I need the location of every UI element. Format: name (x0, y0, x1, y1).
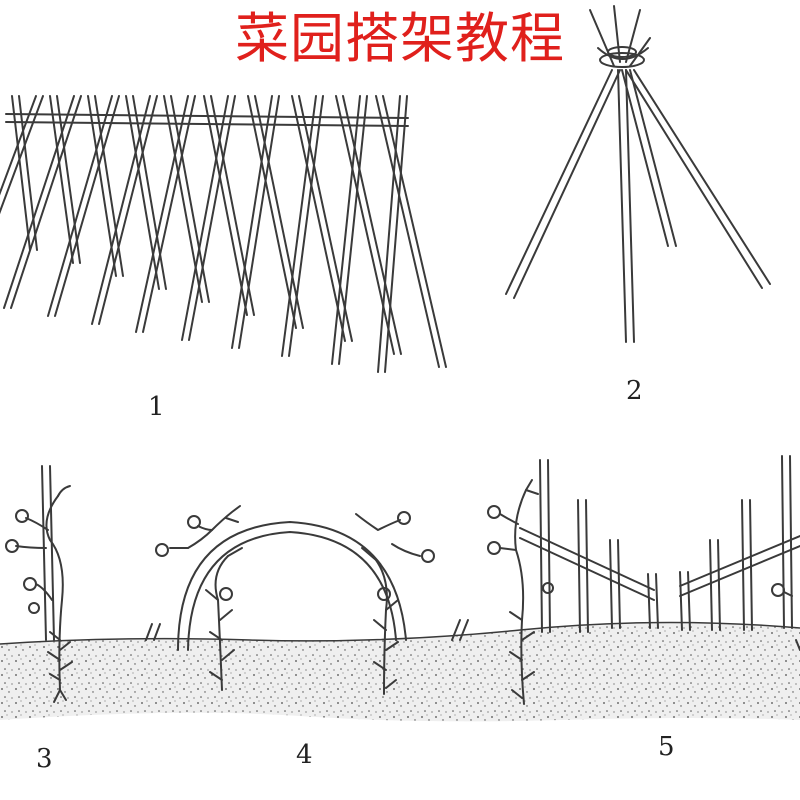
figure-label-4: 4 (296, 740, 313, 770)
trellis-pole (98, 95, 158, 325)
page-title: 菜园搭架教程 (235, 7, 565, 70)
trellis-pole (281, 95, 317, 357)
figure-label-1: 1 (148, 392, 165, 422)
teepee-trellis-figure (505, 5, 771, 343)
single-stake-figure (5, 465, 73, 703)
figure-label-3: 3 (36, 744, 53, 774)
trellis-pole (335, 95, 395, 355)
soil-ground (0, 621, 800, 722)
trellis-pole (342, 95, 402, 355)
trellis-pole (231, 95, 273, 349)
trellis-pole (203, 95, 248, 316)
trellis-pole (291, 95, 346, 342)
trellis-pole (254, 95, 304, 329)
trellis-pole (298, 95, 353, 342)
trellis-pole (288, 95, 324, 357)
trellis-pole (188, 95, 236, 341)
trellis-pole (247, 95, 297, 329)
trellis-pole (375, 95, 440, 368)
trellis-pole (238, 95, 280, 349)
trellis-pole (210, 95, 255, 316)
trellis-pole (181, 95, 229, 341)
trellis-pole (163, 95, 203, 303)
trellis-pole (382, 95, 447, 368)
trellis-pole (142, 95, 196, 333)
trellis-pole (135, 95, 189, 333)
trellis-pole (377, 95, 401, 373)
trellis-pole (384, 95, 408, 373)
trellis-pole (331, 95, 361, 365)
trellis-pole (49, 95, 74, 264)
trellis-pole (18, 95, 38, 251)
figure-label-2: 2 (626, 376, 643, 406)
arch-trellis-figure (145, 505, 469, 695)
fence-trellis-figure (487, 455, 800, 705)
a-frame-trellis-figure (0, 95, 447, 373)
trellis-pole (11, 95, 31, 251)
trellis-pole (54, 95, 120, 317)
figure-label-5: 5 (658, 732, 675, 762)
trellis-pole (10, 95, 82, 309)
trellis-pole (3, 95, 75, 309)
trellis-pole (0, 95, 44, 215)
trellis-pole (170, 95, 210, 303)
trellis-pole (56, 95, 81, 264)
trellis-pole (338, 95, 368, 365)
